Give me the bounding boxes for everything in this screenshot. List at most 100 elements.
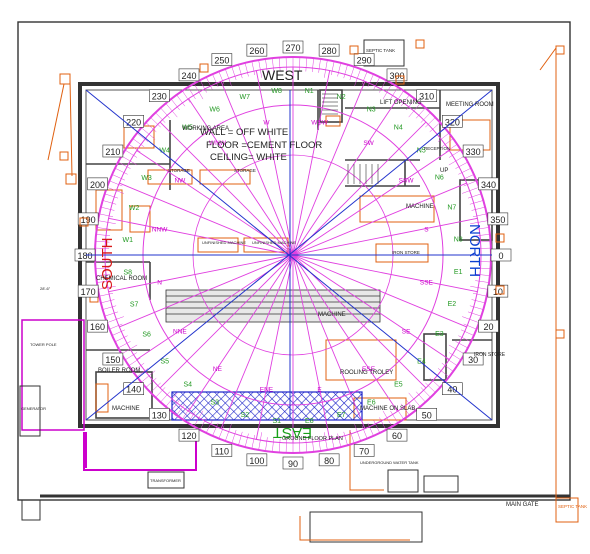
compass-tick	[408, 103, 421, 118]
chemical-room-label: CHEMICAL ROOM	[96, 276, 147, 282]
compass-tick	[361, 71, 368, 85]
main-gate-label: MAIN GATE	[506, 502, 539, 508]
compass-tick	[121, 344, 138, 355]
compass-tick	[445, 144, 458, 153]
compass-tick	[96, 273, 111, 276]
compass-inner-label: NW	[174, 177, 186, 184]
orange-leader-2	[69, 79, 73, 177]
compass-tick	[462, 316, 480, 323]
compass-tick	[187, 410, 196, 424]
compass-tick	[272, 437, 275, 452]
degree-label-box	[386, 68, 408, 82]
degree-label: 240	[181, 71, 196, 81]
compass-sector-label: S3	[211, 399, 220, 406]
compass-sector-label: S1	[273, 418, 282, 425]
compass-tick	[324, 59, 328, 78]
compass-sector-line	[292, 150, 450, 256]
compass-tick	[343, 64, 348, 79]
compass-tick	[160, 391, 171, 403]
compass-tick	[379, 417, 387, 430]
machine-slab-hatch-cross	[172, 392, 362, 420]
lift-opening-label: LIFT OPENING	[380, 100, 422, 106]
compass-tick	[118, 341, 131, 349]
compass-tick	[265, 437, 268, 452]
compass-tick	[231, 429, 237, 444]
generator-box	[19, 385, 41, 437]
compass-tick	[462, 187, 480, 194]
rolling-trolley-label: ROOLING TROLEY	[340, 370, 393, 376]
underground-tank-box	[309, 511, 423, 543]
degree-label-box	[102, 144, 124, 158]
compass-tick	[445, 357, 458, 366]
degree-label: 10	[493, 287, 503, 297]
compass-tick	[231, 66, 237, 81]
compass-sector-line	[159, 121, 294, 256]
compass-tick	[318, 437, 321, 452]
compass-sector-line	[292, 121, 427, 256]
compass-tick	[382, 83, 393, 100]
compass-tick	[124, 149, 138, 158]
compass-tick	[349, 66, 355, 81]
degree-label: 290	[357, 56, 372, 66]
degree-label-box	[318, 43, 340, 57]
working-area-label: WORKING AREA	[182, 126, 229, 132]
compass-sector-label: S5	[160, 358, 169, 365]
degree-label-box	[386, 428, 408, 442]
compass-sector-label: E6	[367, 399, 376, 406]
compass-inner-label: WNW	[209, 140, 227, 147]
compass-sector-line	[292, 182, 467, 256]
degree-label: 180	[77, 251, 92, 261]
degree-label: 210	[105, 147, 120, 157]
compass-tick	[470, 286, 489, 290]
compass-tick	[225, 68, 232, 86]
transformer-label: TRANSFORMER	[150, 478, 181, 483]
finish-notes: WALL = OFF WHITE FLOOR =CEMENT FLOOR CEI…	[200, 127, 322, 163]
degree-label-box	[87, 319, 108, 333]
degree-label-box	[478, 177, 499, 191]
compass-tick	[460, 174, 474, 181]
compass-tick	[112, 174, 126, 181]
compass-tick	[437, 132, 450, 142]
degree-label: 350	[490, 215, 505, 225]
degree-label-box	[416, 89, 437, 102]
compass-inner-label: S	[424, 226, 429, 233]
compass-tick	[420, 387, 431, 398]
compass-sector-line	[292, 254, 450, 360]
degree-label-box	[87, 177, 108, 191]
degree-label: 0	[498, 251, 503, 261]
compass-tick	[354, 424, 361, 442]
compass-tick	[476, 240, 491, 243]
degree-label-box	[487, 212, 509, 226]
compass-inner-label: NE	[213, 366, 223, 373]
degree-label: 200	[90, 180, 105, 190]
compass-tick	[373, 76, 381, 90]
compass-tick	[463, 180, 477, 187]
compass-sector-line	[292, 81, 366, 256]
compass-sector-line	[119, 254, 294, 328]
compass-tick	[106, 316, 124, 323]
compass-sector-label: N2	[337, 94, 346, 101]
compass-tick	[258, 432, 262, 451]
compass-inner-label: WSW	[311, 120, 328, 127]
compass-tick	[367, 74, 374, 88]
compass-sector-line	[255, 254, 294, 440]
compass-tick	[97, 220, 116, 224]
compass-tick	[324, 432, 328, 451]
compass-sector-line	[119, 182, 294, 256]
compass-tick	[145, 377, 157, 388]
compass-tick	[475, 280, 490, 283]
svg-text:CEILING= WHITE: CEILING= WHITE	[210, 152, 287, 163]
compass-tick	[193, 83, 204, 100]
generator-label: GENERATOR	[21, 406, 46, 411]
compass-tick	[102, 305, 117, 310]
compass-tick	[390, 86, 399, 100]
septic-tank-right-label: SEPTIC TANK	[558, 504, 587, 509]
degree-label-box	[478, 319, 499, 333]
compass-sector-label: W5	[182, 125, 193, 132]
compass-sector-label: N8	[454, 237, 463, 244]
compass-sector-label: N7	[447, 205, 456, 212]
compass-inner-label: SSW	[399, 177, 415, 184]
compass-tick	[420, 112, 431, 123]
compass-sector-label: W8	[271, 88, 282, 95]
